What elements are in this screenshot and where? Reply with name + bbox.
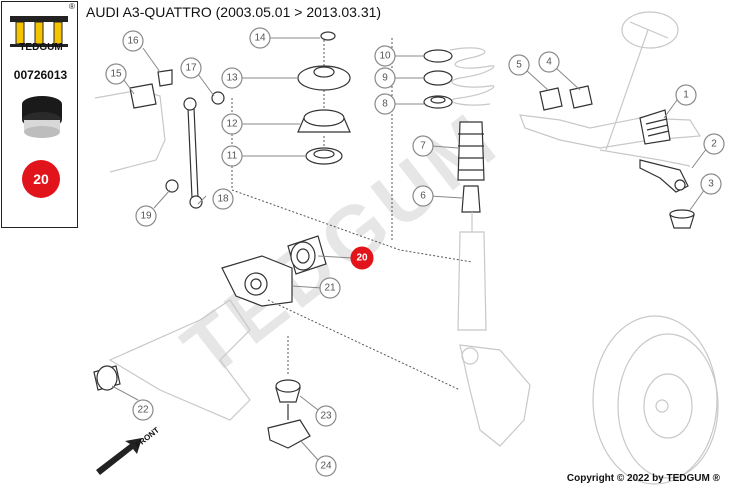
svg-text:15: 15 <box>110 69 122 80</box>
bushing-product-image <box>22 96 62 138</box>
svg-text:23: 23 <box>320 411 332 422</box>
callout-18: 18 <box>212 188 234 210</box>
steering-boot <box>639 109 671 145</box>
svg-text:24: 24 <box>320 461 332 472</box>
steering-bushings <box>539 85 593 111</box>
svg-text:18: 18 <box>217 194 229 205</box>
callout-1: 1 <box>675 84 697 106</box>
svg-text:19: 19 <box>140 211 152 222</box>
callout-6: 6 <box>412 185 434 207</box>
callout-14: 14 <box>249 27 271 49</box>
svg-text:21: 21 <box>324 283 336 294</box>
callout-21: 21 <box>319 277 341 299</box>
part-number: 00726013 <box>13 68 68 82</box>
callout-2: 2 <box>703 133 725 155</box>
callout-4: 4 <box>538 51 560 73</box>
coil-spring <box>423 47 495 109</box>
tie-rod-end <box>639 159 689 193</box>
callout-16: 16 <box>122 30 144 52</box>
callout-10: 10 <box>374 45 396 67</box>
callout-5: 5 <box>508 54 530 76</box>
stabilizer-bar <box>94 69 225 209</box>
wheel <box>592 315 719 485</box>
svg-text:16: 16 <box>127 36 139 47</box>
strut-and-knuckle <box>457 212 531 447</box>
svg-text:3: 3 <box>708 179 714 190</box>
callout-9: 9 <box>374 67 396 89</box>
callout-12: 12 <box>221 113 243 135</box>
lower-control-arm <box>93 299 251 421</box>
svg-text:20: 20 <box>356 253 368 264</box>
svg-text:9: 9 <box>382 73 388 84</box>
front-arrow: FRONT <box>96 425 161 475</box>
callout-23: 23 <box>315 405 337 427</box>
svg-text:17: 17 <box>185 63 197 74</box>
svg-text:2: 2 <box>711 139 717 150</box>
svg-text:7: 7 <box>420 141 426 152</box>
callout-24: 24 <box>315 455 337 477</box>
svg-text:12: 12 <box>226 119 238 130</box>
svg-text:10: 10 <box>379 51 391 62</box>
strut-mount-stack <box>297 31 351 165</box>
svg-text:4: 4 <box>546 57 552 68</box>
control-arm-bracket <box>221 235 327 307</box>
copyright-notice: Copyright © 2022 by TEDGUM ® <box>566 473 720 484</box>
vehicle-title: AUDI A3-QUATTRO (2003.05.01 > 2013.03.31… <box>86 4 382 20</box>
callout-3: 3 <box>700 173 722 195</box>
callout-7: 7 <box>412 135 434 157</box>
callout-11: 11 <box>221 145 243 167</box>
svg-text:22: 22 <box>137 405 149 416</box>
callout-19: 19 <box>135 205 157 227</box>
registered-mark: ® <box>69 2 75 11</box>
front-label: FRONT <box>134 425 161 449</box>
callout-13: 13 <box>221 67 243 89</box>
svg-text:14: 14 <box>254 33 266 44</box>
leader-lines <box>111 37 708 461</box>
part-info-panel: ® TEDGUM 00726013 20 <box>1 1 78 228</box>
steering-assembly <box>519 11 702 167</box>
ball-joint-cap <box>669 209 695 229</box>
callout-20: 20 <box>350 246 374 270</box>
svg-text:6: 6 <box>420 191 426 202</box>
tedgum-logo <box>10 16 68 47</box>
callout-17: 17 <box>180 57 202 79</box>
svg-text:11: 11 <box>227 151 238 162</box>
brand-name: TEDGUM <box>19 42 63 53</box>
svg-text:8: 8 <box>382 99 388 110</box>
callout-15: 15 <box>105 63 127 85</box>
svg-text:1: 1 <box>683 90 689 101</box>
highlighted-part-badge: 20 <box>22 160 60 198</box>
svg-text:5: 5 <box>516 60 522 71</box>
callout-22: 22 <box>132 399 154 421</box>
callout-8: 8 <box>374 93 396 115</box>
strut-boot <box>457 121 485 213</box>
svg-text:13: 13 <box>226 73 238 84</box>
ball-joint <box>267 379 311 449</box>
